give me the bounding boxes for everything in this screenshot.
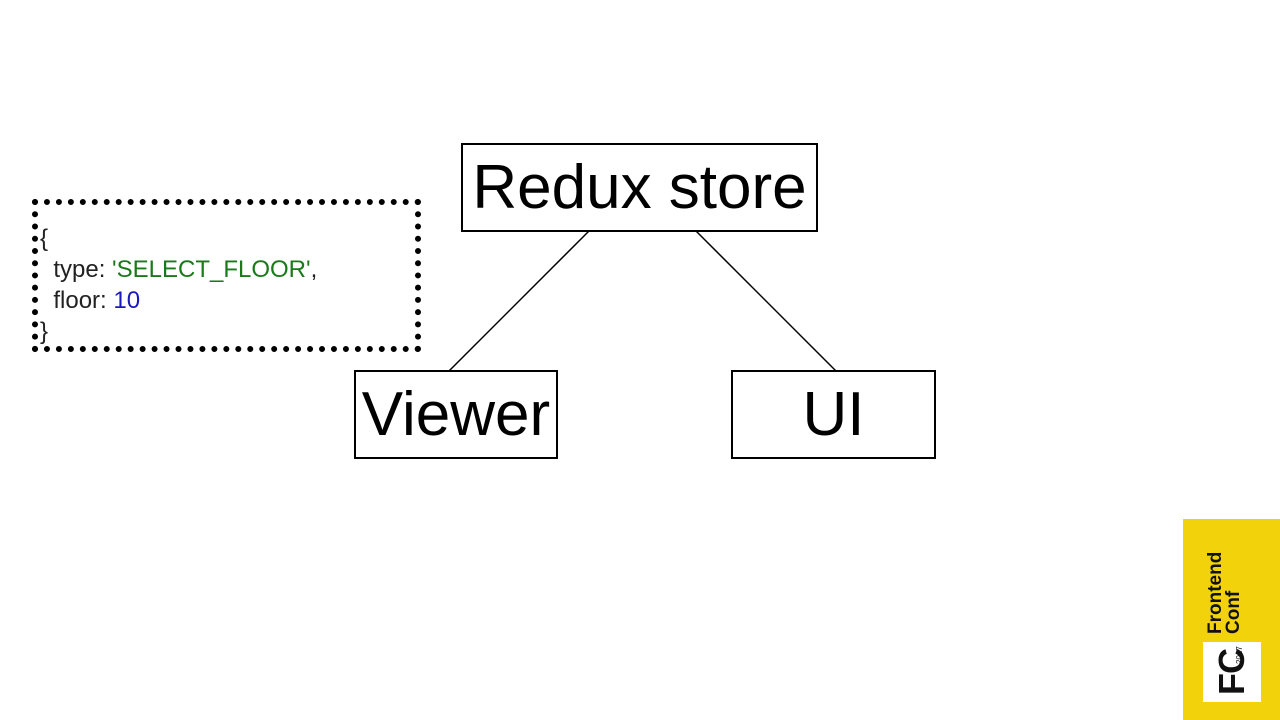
close-brace: } — [40, 318, 49, 345]
node-redux-store-label: Redux store — [472, 153, 807, 222]
action-code: { type: 'SELECT_FLOOR', floor: 10} — [40, 223, 317, 347]
type-key: type: — [53, 256, 113, 283]
node-ui-label: UI — [802, 380, 865, 449]
node-ui: UI — [731, 370, 936, 459]
logo-fc-text: FC — [1211, 649, 1252, 695]
action-object-box: { type: 'SELECT_FLOOR', floor: 10} — [32, 199, 421, 352]
node-redux-store: Redux store — [461, 143, 818, 232]
logo-content: FC 2017 Frontend Conf — [1183, 519, 1280, 720]
logo-mark: FC — [1203, 642, 1261, 702]
logo-name-line2: Conf — [1223, 590, 1244, 634]
edge-store-viewer — [448, 230, 590, 372]
type-value: 'SELECT_FLOOR' — [112, 256, 311, 283]
edge-store-ui — [695, 230, 837, 372]
code-line-floor: floor: 10 — [40, 285, 317, 316]
code-line-open: { — [40, 223, 317, 254]
type-suffix: , — [310, 256, 318, 283]
code-line-type: type: 'SELECT_FLOOR', — [40, 254, 317, 285]
node-viewer-label: Viewer — [361, 380, 551, 449]
node-viewer: Viewer — [354, 370, 558, 459]
open-brace: { — [40, 225, 49, 252]
frontend-conf-logo: FC 2017 Frontend Conf — [1183, 519, 1280, 720]
logo-name: Frontend Conf — [1205, 552, 1244, 634]
logo-year: 2017 — [1235, 646, 1244, 664]
floor-value: 10 — [113, 287, 141, 314]
code-line-close: } — [40, 316, 317, 347]
floor-key: floor: — [53, 287, 114, 314]
